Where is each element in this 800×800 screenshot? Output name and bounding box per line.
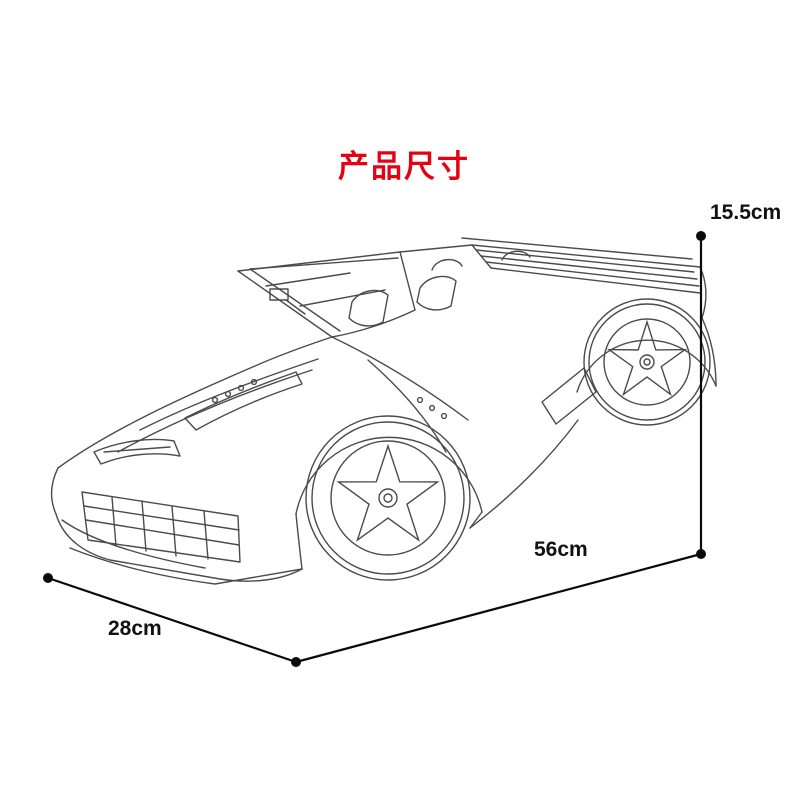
front-wheel: [305, 415, 471, 581]
page-title: 产品尺寸: [338, 149, 470, 184]
length-dimension-line: [291, 549, 706, 667]
dimension-dot: [696, 231, 706, 241]
dimension-dot: [696, 549, 706, 559]
car-body-wireframe: [51, 237, 717, 585]
length-dimension-label: 56cm: [534, 538, 588, 561]
width-dimension-line: [43, 573, 297, 664]
width-dimension-label: 28cm: [108, 617, 162, 640]
dimension-dot: [43, 573, 53, 583]
rear-wheel: [583, 298, 711, 426]
height-dimension-label: 15.5cm: [710, 201, 782, 224]
height-dimension-line: [696, 231, 706, 554]
